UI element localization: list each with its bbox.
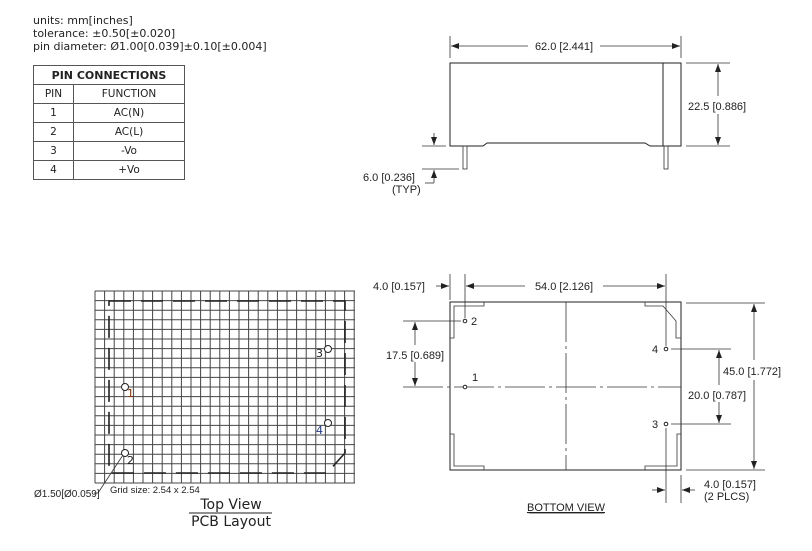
pin-hole bbox=[324, 419, 332, 427]
pin-lead bbox=[462, 145, 468, 170]
pcb-layout-title: PCB Layout bbox=[191, 514, 271, 530]
module-outline bbox=[108, 300, 346, 474]
tolerance-note: tolerance: ±0.50[±0.020] bbox=[33, 27, 176, 40]
height-dimension: 22.5 [0.886] bbox=[688, 101, 746, 113]
bottom-view-label: BOTTOM VIEW bbox=[527, 502, 606, 514]
pin bbox=[462, 318, 468, 324]
pcb-grid bbox=[94, 290, 355, 484]
left-offset-dimension: 4.0 [0.157] bbox=[373, 281, 425, 293]
bottom-pin-label: 2 bbox=[471, 316, 477, 328]
right-offset-dimension: 4.0 [0.157] bbox=[704, 479, 756, 491]
pin bbox=[663, 346, 669, 352]
right-offset-note: (2 PLCS) bbox=[704, 491, 749, 503]
pin-length-dimension: 6.0 [0.236] bbox=[363, 172, 415, 184]
pin-hole bbox=[324, 345, 332, 353]
pin bbox=[462, 384, 468, 390]
pin bbox=[663, 421, 669, 427]
bottom-pin-label: 3 bbox=[652, 419, 658, 431]
pin-diameter-note: pin diameter: Ø1.00[0.039]±0.10[±0.004] bbox=[33, 40, 267, 53]
bottom-view: 1 2 3 4 4.0 [0.157] 54.0 [2.126] 17.5 [0… bbox=[373, 274, 781, 514]
pin-lead bbox=[663, 145, 669, 170]
pcb-pin-label: 4 bbox=[316, 424, 323, 437]
header-function: FUNCTION bbox=[73, 84, 185, 104]
units-note: units: mm[inches] bbox=[33, 14, 133, 27]
pin-hole bbox=[121, 383, 129, 391]
width-dimension: 45.0 [1.772] bbox=[723, 366, 781, 378]
function-cell: +Vo bbox=[73, 160, 185, 180]
pin-hole bbox=[121, 449, 129, 457]
grid-size-label: Grid size: 2.54 x 2.54 bbox=[110, 485, 200, 496]
table-title: PIN CONNECTIONS bbox=[33, 65, 185, 85]
bottom-pin-label: 4 bbox=[652, 344, 658, 356]
pcb-layout: 1 2 3 4 Ø1.50[Ø0.059] Grid size: 2.54 x … bbox=[34, 290, 355, 530]
drawing-notes: units: mm[inches] tolerance: ±0.50[±0.02… bbox=[33, 14, 267, 53]
pin-span-dimension: 54.0 [2.126] bbox=[535, 281, 593, 293]
pcb-pin-label: 2 bbox=[127, 454, 134, 467]
bottom-pin-label: 1 bbox=[472, 372, 478, 384]
pcb-pin-label: 1 bbox=[127, 387, 134, 400]
pcb-pin-label: 3 bbox=[316, 347, 323, 360]
length-dimension: 62.0 [2.441] bbox=[535, 41, 593, 53]
hole-diameter-label: Ø1.50[Ø0.059] bbox=[34, 489, 100, 500]
top-view-title: Top View bbox=[199, 497, 261, 513]
side-view: 62.0 [2.441] 22.5 [0.886] 6.0 [0.236] (T… bbox=[363, 36, 746, 196]
pin2-pin1-dimension: 17.5 [0.689] bbox=[386, 350, 444, 362]
pin4-pin3-dimension: 20.0 [0.787] bbox=[688, 390, 746, 402]
pin-length-note: (TYP) bbox=[392, 184, 421, 196]
table-row: 4+Vo bbox=[33, 160, 185, 180]
